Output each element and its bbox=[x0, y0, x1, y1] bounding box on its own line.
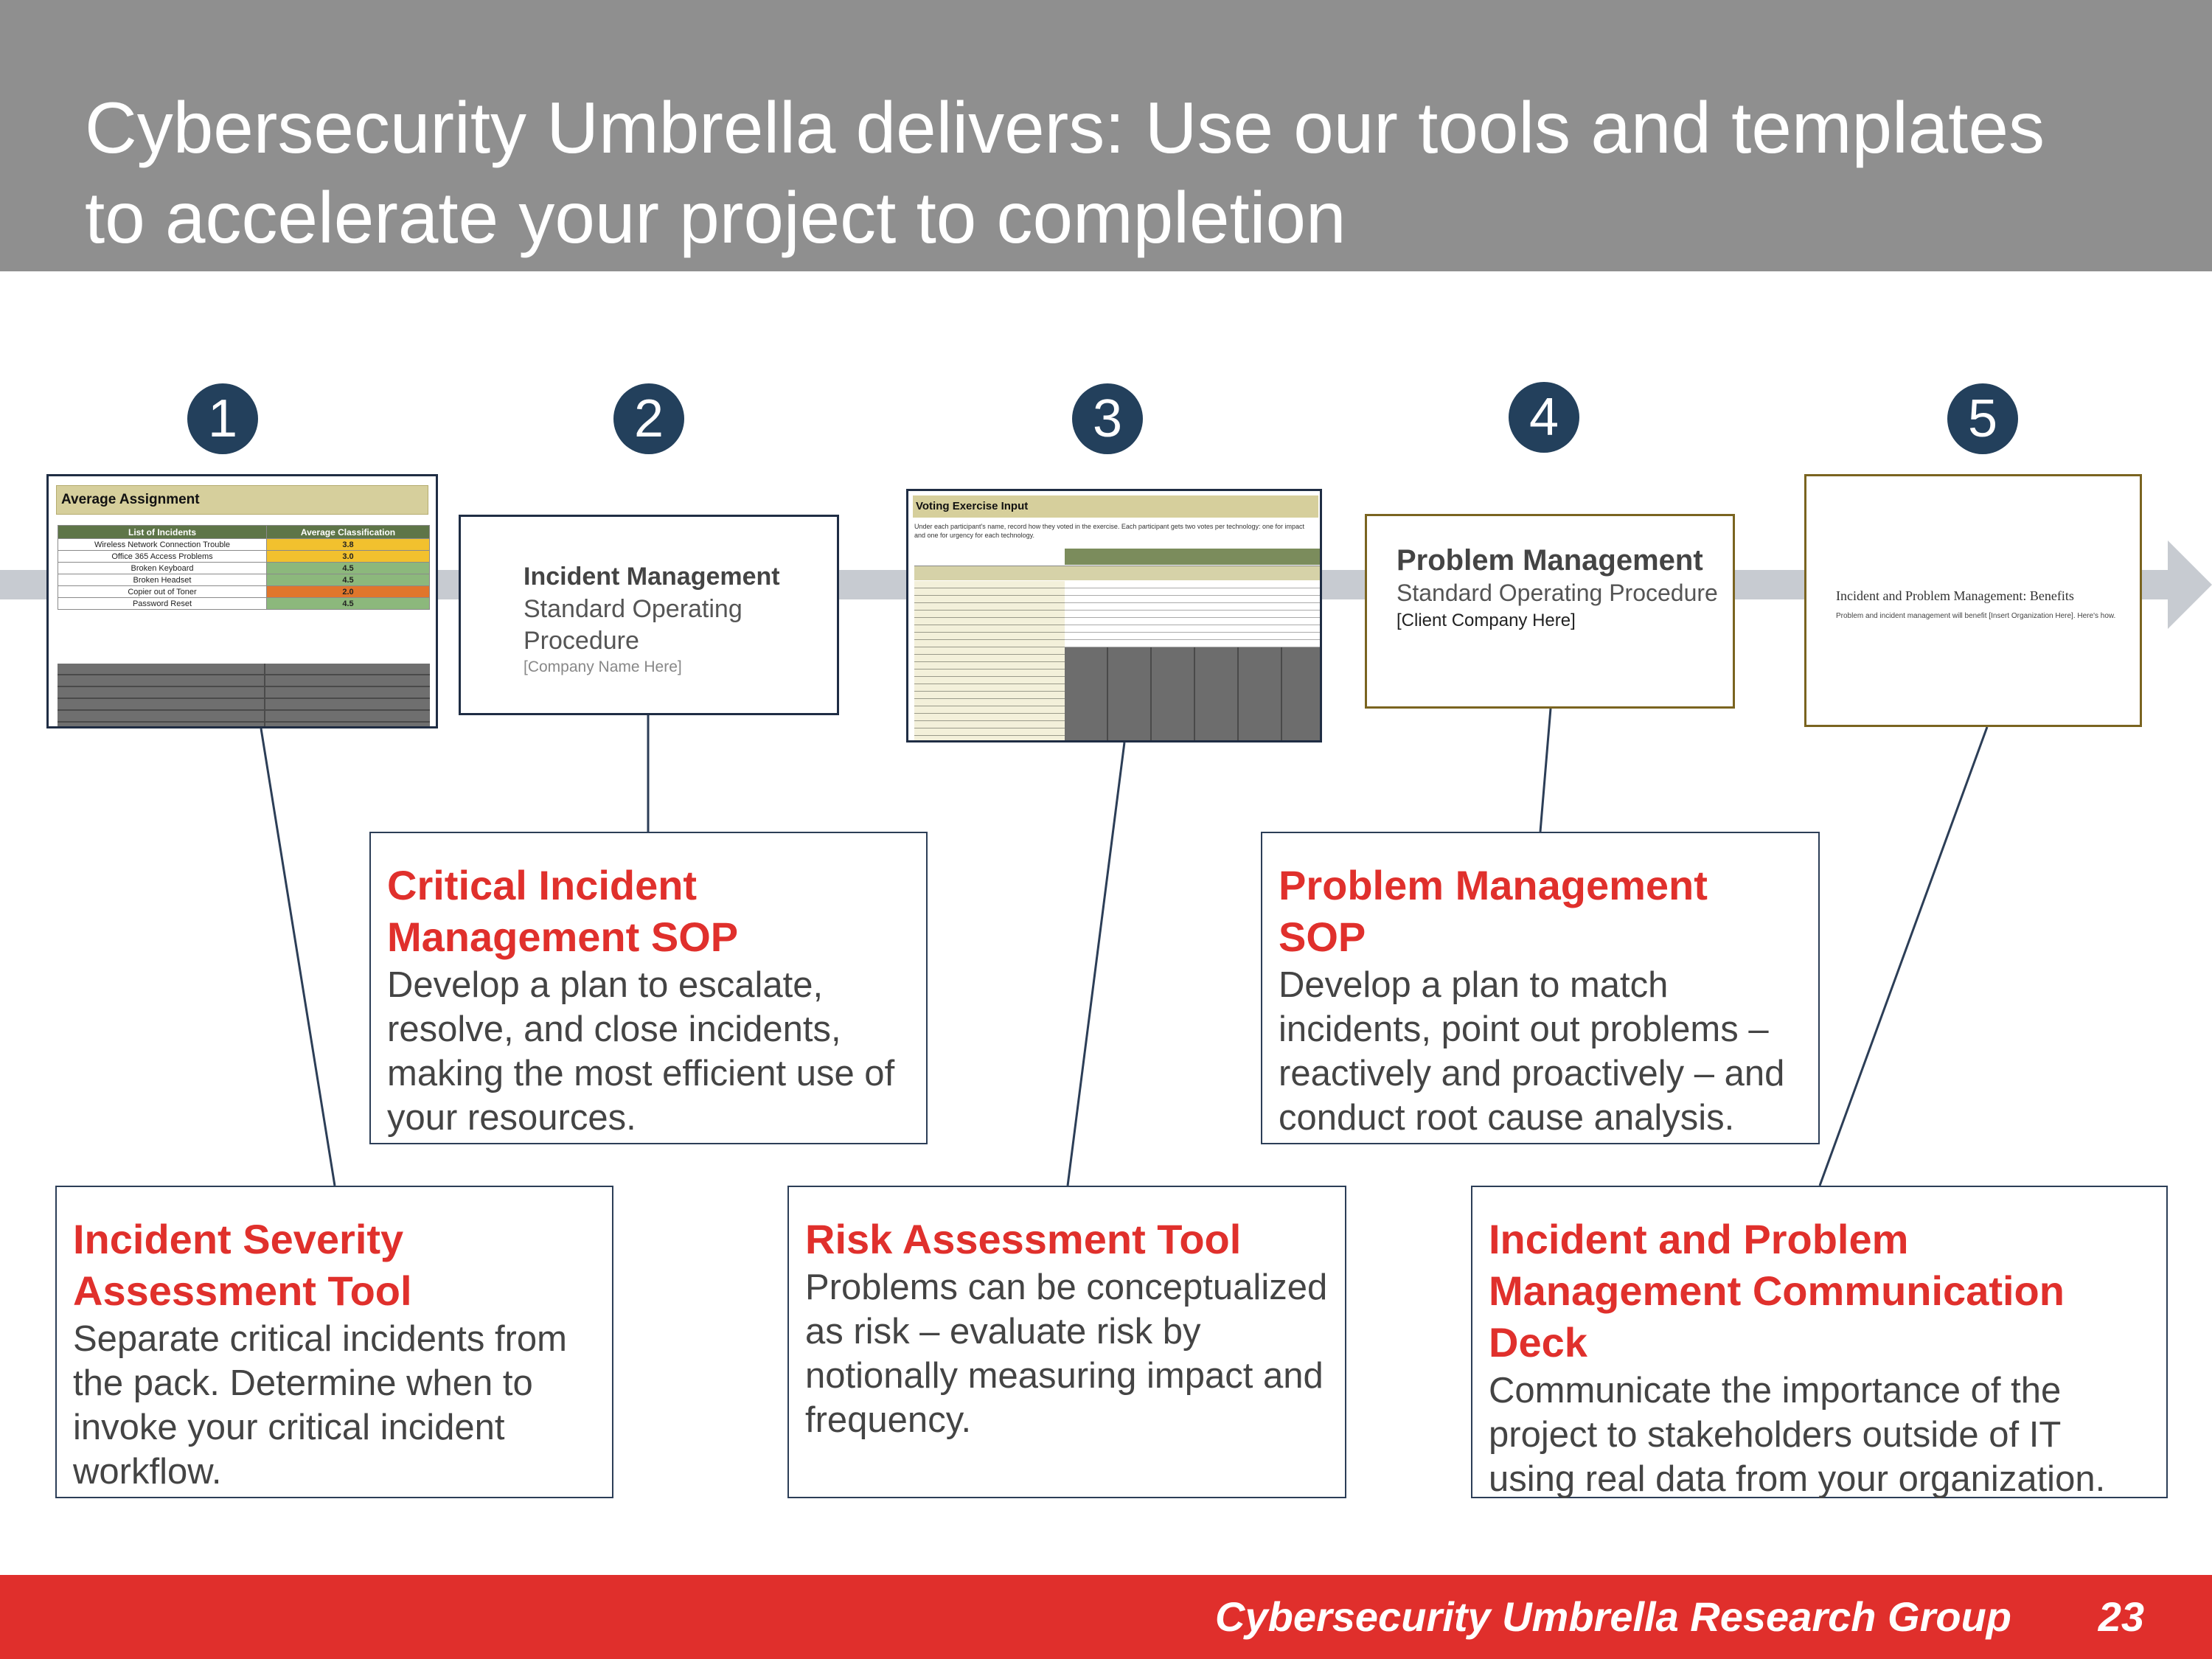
callout-description: Develop a plan to escalate, resolve, and… bbox=[387, 965, 895, 1138]
callout-title: Critical Incident Management SOP bbox=[387, 862, 739, 960]
callout-title: Risk Assessment Tool bbox=[805, 1216, 1242, 1262]
table-row: Wireless Network Connection Trouble 3.8 bbox=[58, 538, 430, 551]
table-row: Broken Headset 4.5 bbox=[58, 574, 430, 586]
table-cell: Password Reset bbox=[58, 597, 267, 610]
callout-description: Develop a plan to match incidents, point… bbox=[1279, 965, 1785, 1138]
callout-severity-assessment-tool: Incident Severity Assessment Tool Separa… bbox=[55, 1186, 613, 1498]
table-header-incidents: List of Incidents bbox=[58, 525, 267, 539]
page-number: 23 bbox=[2098, 1593, 2144, 1640]
slide-header: Cybersecurity Umbrella delivers: Use our… bbox=[0, 0, 2212, 271]
thumbnail-sheet-title: Average Assignment bbox=[56, 485, 428, 515]
connector-4 bbox=[1539, 708, 1552, 832]
thumbnail-risk-tool: Voting Exercise Input Under each partici… bbox=[906, 489, 1322, 742]
doc-title: Problem Management bbox=[1397, 544, 1703, 577]
doc-company: [Company Name Here] bbox=[524, 658, 682, 675]
doc-title: Incident Management bbox=[524, 563, 780, 591]
callout-risk-assessment-tool: Risk Assessment Tool Problems can be con… bbox=[787, 1186, 1346, 1498]
table-cell: 4.5 bbox=[266, 562, 430, 574]
connector-3 bbox=[1066, 742, 1126, 1186]
incident-table: List of Incidents Average Classification… bbox=[58, 525, 430, 610]
table-cell: 4.5 bbox=[266, 597, 430, 610]
callout-communication-deck: Incident and Problem Management Communic… bbox=[1471, 1186, 2168, 1499]
slide-footer: Cybersecurity Umbrella Research Group 23 bbox=[0, 1575, 2212, 1659]
table-cell: 3.8 bbox=[266, 538, 430, 551]
table-cell: Copier out of Toner bbox=[58, 585, 267, 598]
step-badge-3: 3 bbox=[1072, 383, 1143, 454]
table-row: Copier out of Toner 2.0 bbox=[58, 585, 430, 598]
table-row: Password Reset 4.5 bbox=[58, 597, 430, 610]
vote-rows bbox=[1065, 581, 1320, 647]
table-cell: Wireless Network Connection Trouble bbox=[58, 538, 267, 551]
thumbnail-problem-sop: Problem Management Standard Operating Pr… bbox=[1365, 514, 1735, 709]
table-cell: 2.0 bbox=[266, 585, 430, 598]
table-cell: Broken Keyboard bbox=[58, 562, 267, 574]
deck-text: Problem and incident management will ben… bbox=[1836, 612, 2116, 620]
doc-subtitle: Standard Operating Procedure bbox=[524, 595, 742, 655]
thumbnail-severity-tool: Average Assignment List of Incidents Ave… bbox=[46, 474, 438, 728]
table-cell: Broken Headset bbox=[58, 574, 267, 586]
thumbnail-communication-deck: Incident and Problem Management: Benefit… bbox=[1804, 474, 2142, 727]
empty-rows bbox=[1065, 647, 1320, 740]
table-row: Broken Keyboard 4.5 bbox=[58, 562, 430, 574]
callout-critical-incident-sop: Critical Incident Management SOP Develop… bbox=[369, 832, 928, 1144]
participant-header bbox=[1065, 549, 1320, 565]
step-badge-1: 1 bbox=[187, 383, 258, 454]
callout-title: Incident Severity Assessment Tool bbox=[73, 1216, 412, 1314]
table-cell: 3.0 bbox=[266, 550, 430, 563]
callout-problem-management-sop: Problem Management SOP Develop a plan to… bbox=[1261, 832, 1820, 1144]
column-header bbox=[914, 566, 1320, 580]
callout-title: Problem Management SOP bbox=[1279, 862, 1708, 960]
thumbnail-sheet-text: Under each participant's name, record ho… bbox=[914, 523, 1305, 539]
callout-description: Separate critical incidents from the pac… bbox=[73, 1319, 567, 1492]
footer-organization: Cybersecurity Umbrella Research Group bbox=[1215, 1593, 2011, 1640]
problem-rows bbox=[914, 581, 1065, 740]
empty-rows bbox=[58, 664, 430, 726]
step-badge-4: 4 bbox=[1509, 382, 1579, 453]
callout-title: Incident and Problem Management Communic… bbox=[1489, 1216, 2065, 1366]
thumbnail-sheet-title: Voting Exercise Input bbox=[913, 495, 1318, 518]
callout-description: Problems can be conceptualized as risk –… bbox=[805, 1267, 1328, 1440]
connector-1 bbox=[260, 728, 336, 1186]
slide-title-line-1: Cybersecurity Umbrella delivers: Use our… bbox=[85, 87, 2045, 168]
deck-title: Incident and Problem Management: Benefit… bbox=[1836, 588, 2074, 603]
doc-subtitle: Standard Operating Procedure bbox=[1397, 580, 1718, 606]
thumbnail-critical-incident-sop: Incident Management Standard Operating P… bbox=[459, 515, 839, 715]
doc-company: [Client Company Here] bbox=[1397, 611, 1576, 630]
step-badge-2: 2 bbox=[613, 383, 684, 454]
table-row: Office 365 Access Problems 3.0 bbox=[58, 550, 430, 563]
slide-title: Cybersecurity Umbrella delivers: Use our… bbox=[85, 83, 2149, 262]
callout-description: Communicate the importance of the projec… bbox=[1489, 1371, 2106, 1499]
connector-5 bbox=[1818, 726, 1989, 1186]
table-header-classification: Average Classification bbox=[266, 525, 430, 539]
table-cell: 4.5 bbox=[266, 574, 430, 586]
step-badge-5: 5 bbox=[1947, 383, 2018, 454]
slide-title-line-2: to accelerate your project to completion bbox=[85, 177, 1346, 258]
table-cell: Office 365 Access Problems bbox=[58, 550, 267, 563]
